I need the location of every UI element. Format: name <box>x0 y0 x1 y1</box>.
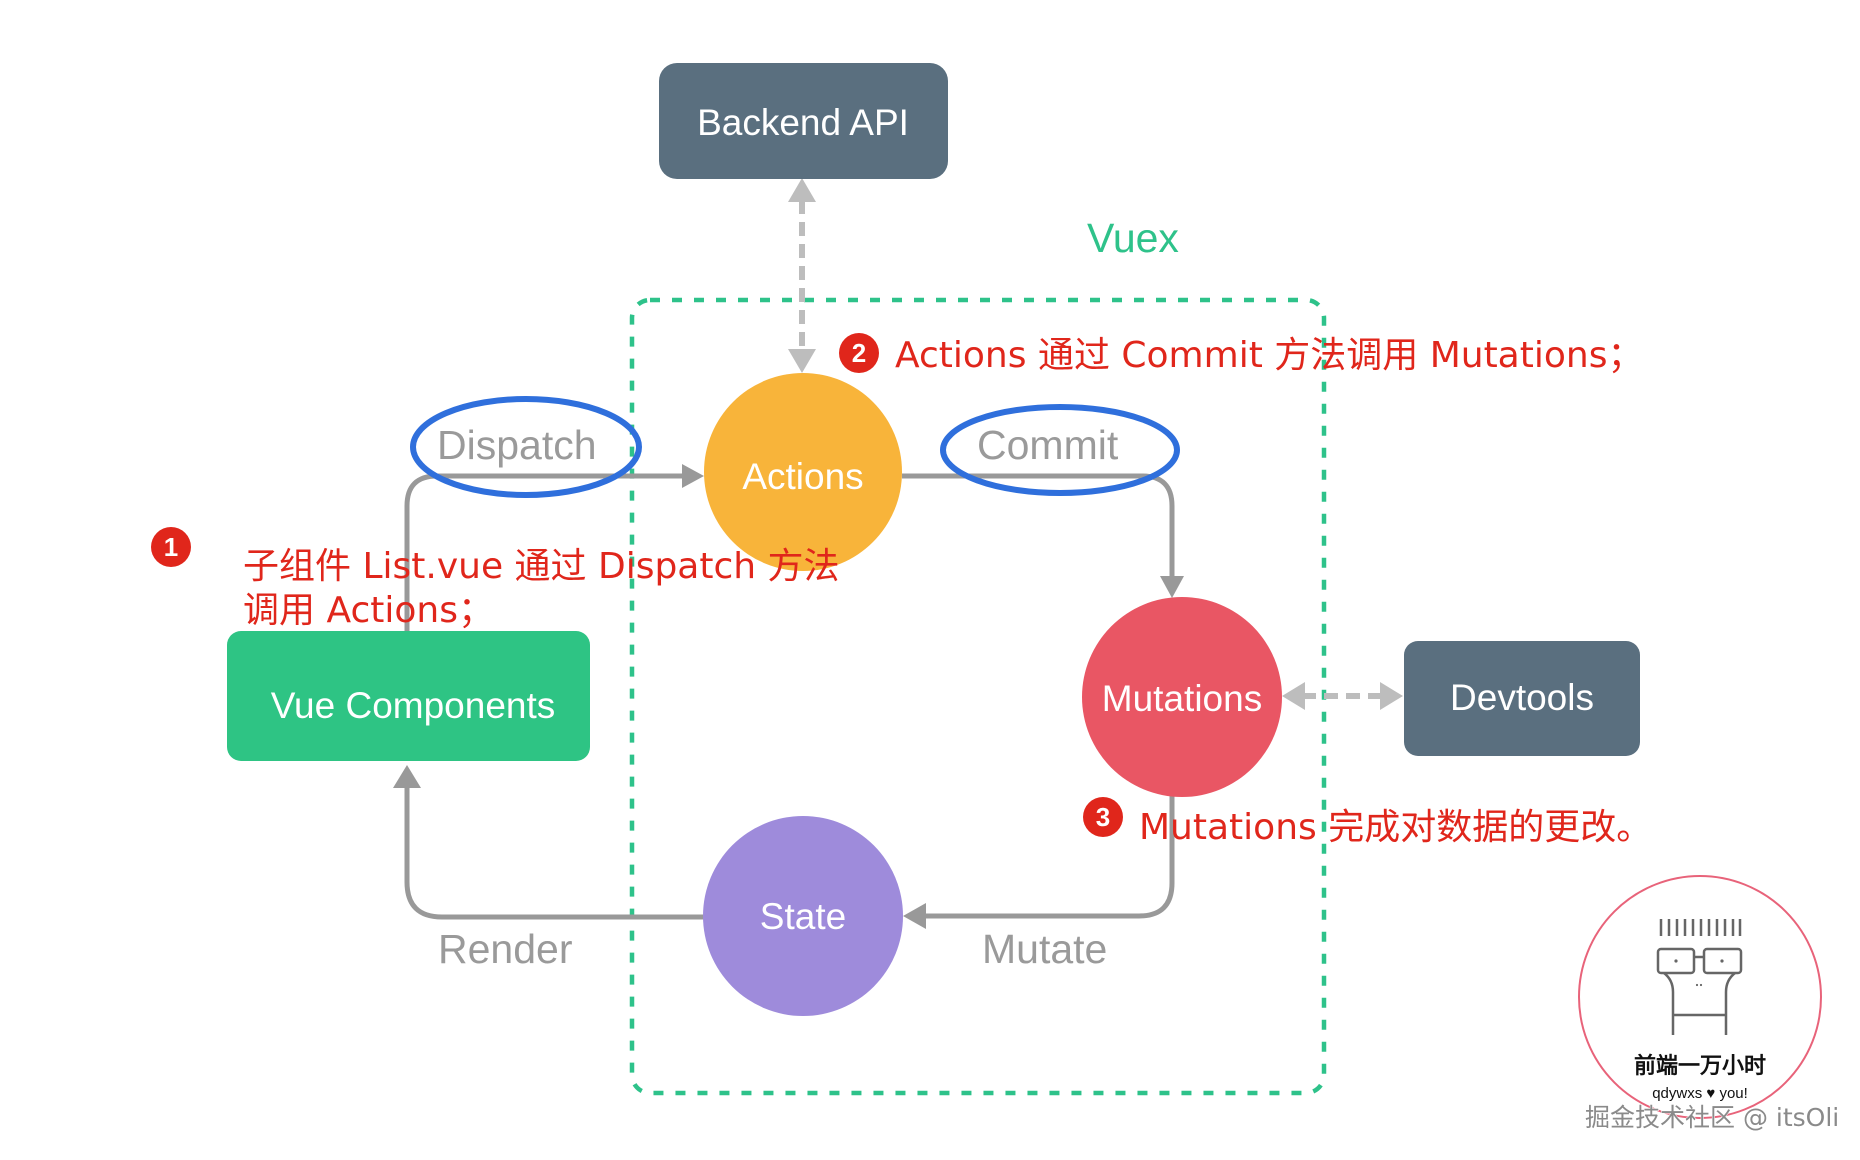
arrowhead-down <box>788 349 816 373</box>
annotation-2: 2 Actions 通过 Commit 方法调用 Mutations； <box>839 333 1643 376</box>
state-circle <box>703 816 903 1016</box>
vuex-label: Vuex <box>1087 215 1179 261</box>
badge-1 <box>151 527 191 567</box>
commit-highlight-ellipse <box>940 404 1180 496</box>
badge-2-number: 2 <box>852 338 866 368</box>
backend-api-node[interactable]: Backend API <box>659 63 948 179</box>
badge-3-number: 3 <box>1096 802 1110 832</box>
annotation-2-line-1: Actions 通过 Commit 方法调用 Mutations； <box>895 335 1643 376</box>
author-logo: 前端一万小时 qdywxs ♥ you! <box>1578 875 1822 1119</box>
devtools-label: Devtools <box>1450 677 1594 718</box>
logo-title: 前端一万小时 <box>1634 1053 1766 1079</box>
commit-label: Commit <box>977 422 1119 468</box>
arrowhead-left <box>1282 682 1305 710</box>
mutations-label: Mutations <box>1102 678 1262 719</box>
arrowhead-right <box>1380 682 1403 710</box>
state-label: State <box>760 896 846 937</box>
mutate-arrow <box>903 795 1175 929</box>
backend-api-label: Backend API <box>697 102 909 143</box>
watermark: 掘金技术社区 @ itsOli <box>1585 1103 1839 1132</box>
badge-2 <box>839 333 879 373</box>
dispatch-highlight-ellipse <box>410 396 642 498</box>
state-node[interactable]: State <box>703 816 903 1016</box>
annotation-1-line-2: 调用 Actions； <box>243 590 494 631</box>
vue-components-label: Vue Components <box>271 685 556 726</box>
actions-label: Actions <box>742 456 863 497</box>
devtools-node[interactable]: Devtools <box>1404 641 1640 756</box>
backend-api-arrow <box>788 178 816 373</box>
badge-3 <box>1083 797 1123 837</box>
vue-components-node[interactable]: Vue Components <box>227 631 590 761</box>
actions-circle <box>704 373 902 571</box>
logo-ring <box>1578 875 1822 1119</box>
annotation-3: 3 Mutations 完成对数据的更改。 <box>1083 797 1652 848</box>
mutations-node[interactable]: Mutations <box>1082 597 1282 797</box>
commit-arrow <box>902 473 1184 598</box>
badge-1-number: 1 <box>164 532 178 562</box>
annotation-1: 1 子组件 List.vue 通过 Dispatch 方法 调用 Actions… <box>151 527 840 631</box>
annotation-1-line-1: 子组件 List.vue 通过 Dispatch 方法 <box>243 546 840 587</box>
render-arrow <box>393 765 704 920</box>
mutations-circle <box>1082 597 1282 797</box>
render-label: Render <box>438 926 572 972</box>
vue-components-box <box>227 631 590 761</box>
devtools-box <box>1404 641 1640 756</box>
annotation-3-line-1: Mutations 完成对数据的更改。 <box>1139 807 1652 848</box>
dispatch-label: Dispatch <box>437 422 597 468</box>
actions-node[interactable]: Actions <box>704 373 902 571</box>
backend-api-box <box>659 63 948 179</box>
logo-face-icon <box>1656 919 1743 1035</box>
logo-subtitle: qdywxs ♥ you! <box>1652 1085 1748 1102</box>
mutate-label: Mutate <box>982 926 1107 972</box>
devtools-arrow <box>1282 682 1403 710</box>
arrowhead-up <box>788 178 816 202</box>
